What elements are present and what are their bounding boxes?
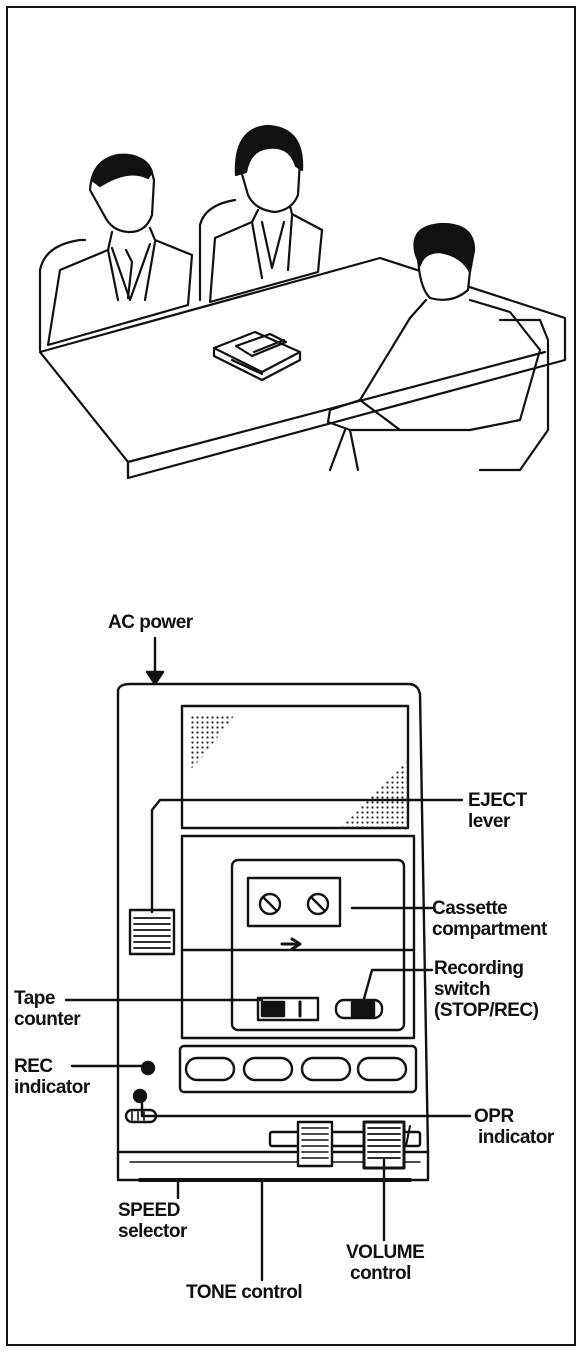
label-speed-line1: SPEED xyxy=(118,1200,187,1221)
label-rec-indicator: REC indicator xyxy=(14,1056,90,1098)
label-recording-line1: Recording xyxy=(434,958,538,979)
label-cassette-line1: Cassette xyxy=(432,898,547,919)
label-eject-lever: EJECT lever xyxy=(468,790,527,832)
label-eject-line2: lever xyxy=(468,811,527,832)
label-tape-line1: Tape xyxy=(14,988,80,1009)
label-recording-line2: switch xyxy=(434,979,538,1000)
label-cassette-compartment: Cassette compartment xyxy=(432,898,547,940)
label-tape-line2: counter xyxy=(14,1009,80,1030)
label-opr-indicator: OPR indicator xyxy=(474,1106,554,1148)
label-tape-counter: Tape counter xyxy=(14,988,80,1030)
label-opr-line2: indicator xyxy=(478,1127,554,1148)
label-eject-line1: EJECT xyxy=(468,790,527,811)
label-recording-switch: Recording switch (STOP/REC) xyxy=(434,958,538,1021)
label-speed-selector: SPEED selector xyxy=(118,1200,187,1242)
label-recording-line3: (STOP/REC) xyxy=(434,1000,538,1021)
label-ac-power: AC power xyxy=(108,612,193,633)
label-volume-control: VOLUME control xyxy=(346,1242,424,1284)
label-speed-line2: selector xyxy=(118,1221,187,1242)
label-cassette-line2: compartment xyxy=(432,919,547,940)
label-rec-line1: REC xyxy=(14,1056,90,1077)
label-tone-control: TONE control xyxy=(186,1282,302,1303)
label-rec-line2: indicator xyxy=(14,1077,90,1098)
label-volume-line2: control xyxy=(350,1263,424,1284)
label-opr-line1: OPR xyxy=(474,1106,554,1127)
label-volume-line1: VOLUME xyxy=(346,1242,424,1263)
